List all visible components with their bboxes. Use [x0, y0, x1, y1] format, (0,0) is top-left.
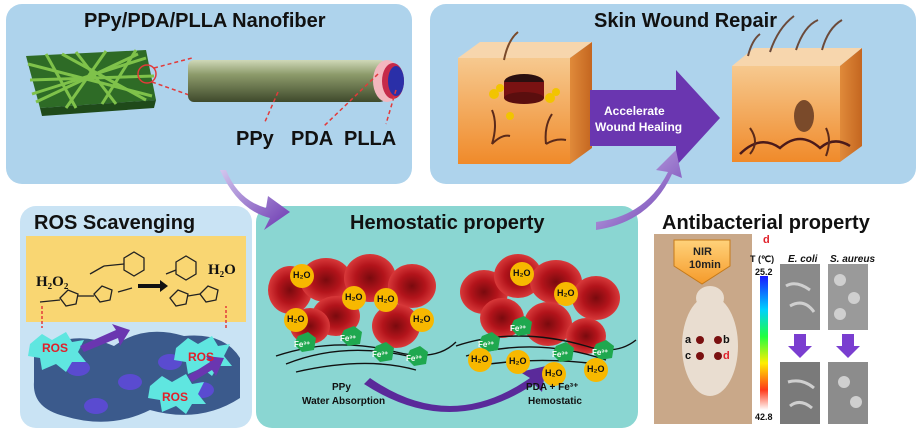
h2o-ros-label: H₂O: [208, 262, 236, 278]
water-label-3: H₂O: [377, 294, 395, 304]
ros-burst-label-3: ROS: [162, 390, 189, 404]
ros-chem-band: [26, 236, 246, 322]
water-label-4: H₂O: [287, 314, 305, 324]
wound-mark-d: [714, 352, 722, 360]
accelerate-arrow: [590, 70, 720, 166]
pda-caption-2: Hemostatic: [528, 396, 582, 407]
up-curve-arrow: [596, 150, 682, 230]
fe-label-1: Fe³⁺: [294, 340, 311, 349]
fe-label-2: Fe³⁺: [340, 334, 357, 343]
fe-label-8: Fe³⁺: [592, 348, 609, 357]
fe-label-3: Fe³⁺: [372, 350, 389, 359]
plla-label: PLLA: [344, 128, 397, 150]
wound-mark-c: [696, 352, 704, 360]
ppy-caption-2: Water Absorption: [302, 396, 386, 407]
saureus-before: [828, 264, 868, 330]
wound-title: Skin Wound Repair: [594, 10, 777, 32]
water-label-2: H₂O: [345, 292, 363, 302]
wound-mark-b: [714, 336, 722, 344]
fe-label-7: Fe³⁺: [552, 350, 569, 359]
saureus-label: S. aureus: [830, 254, 876, 265]
fiber-cylinder: [188, 60, 404, 102]
ppy-caption-1: PPy: [332, 382, 351, 393]
mark-b-label: b: [723, 334, 730, 346]
nir-label-1: NIR: [693, 246, 712, 258]
ecoli-before: [780, 264, 820, 330]
mark-d-label: d: [723, 350, 730, 362]
water-label-1: H₂O: [293, 270, 311, 280]
water-drops: [284, 262, 608, 386]
hemostatic-title: Hemostatic property: [350, 212, 545, 234]
skin-wound-illustration: [458, 15, 862, 166]
arrow-label-line1: Accelerate: [604, 104, 665, 118]
mouse-body: [682, 296, 738, 396]
temperature-scale: [760, 276, 768, 410]
antibacterial-illustration: [654, 234, 868, 424]
temp-max-label: 25.2: [755, 267, 773, 277]
wound-mark-a: [696, 336, 704, 344]
fe-label-4: Fe³⁺: [406, 354, 423, 363]
ros-illustration: [26, 236, 246, 422]
antibacterial-title: Antibacterial property: [662, 212, 870, 234]
saureus-after: [828, 362, 868, 424]
nir-arrow: [673, 239, 731, 285]
hemostatic-illustration: [268, 254, 637, 386]
fe-label-5: Fe³⁺: [478, 340, 495, 349]
water-label-5: H₂O: [413, 314, 431, 324]
hemostatic-curve-arrow: [364, 366, 546, 412]
nanofiber-title: PPy/PDA/PLLA Nanofiber: [84, 10, 326, 32]
pda-label: PDA: [291, 128, 334, 150]
fe-hexagons: [294, 316, 614, 366]
water-label-7: H₂O: [557, 288, 575, 298]
ppy-label: PPy: [236, 128, 274, 150]
ros-title: ROS Scavenging: [34, 212, 196, 234]
down-curve-arrow: [220, 170, 290, 230]
mark-c-label: c: [685, 350, 692, 362]
temp-min-label: 42.8: [755, 412, 773, 422]
ecoli-label: E. coli: [788, 254, 818, 265]
water-label-9: H₂O: [509, 356, 527, 366]
mark-d-top-label: d: [763, 234, 770, 246]
fe-label-6: Fe³⁺: [510, 324, 527, 333]
ros-burst-label-2: ROS: [188, 350, 215, 364]
nir-label-2: 10min: [689, 259, 721, 271]
water-label-10: H₂O: [545, 368, 563, 378]
zoom-circle: [137, 64, 157, 84]
fiber-mesh: [26, 49, 156, 116]
mark-a-label: a: [685, 334, 692, 346]
temp-unit-label: T (℃): [750, 254, 775, 264]
ecoli-after: [780, 362, 820, 424]
h2o2-label: H₂O₂: [36, 274, 69, 290]
water-label-6: H₂O: [513, 268, 531, 278]
ros-molecules: [39, 251, 219, 307]
wounded-skin-block: [458, 31, 592, 164]
water-label-8: H₂O: [471, 354, 489, 364]
arrow-label-line2: Wound Healing: [595, 120, 683, 134]
ros-burst-label-1: ROS: [42, 341, 69, 355]
healed-skin-block: [732, 15, 862, 162]
pda-caption-1: PDA + Fe³⁺: [526, 382, 579, 393]
nanofiber-illustration: [26, 49, 404, 127]
water-label-11: H₂O: [587, 364, 605, 374]
